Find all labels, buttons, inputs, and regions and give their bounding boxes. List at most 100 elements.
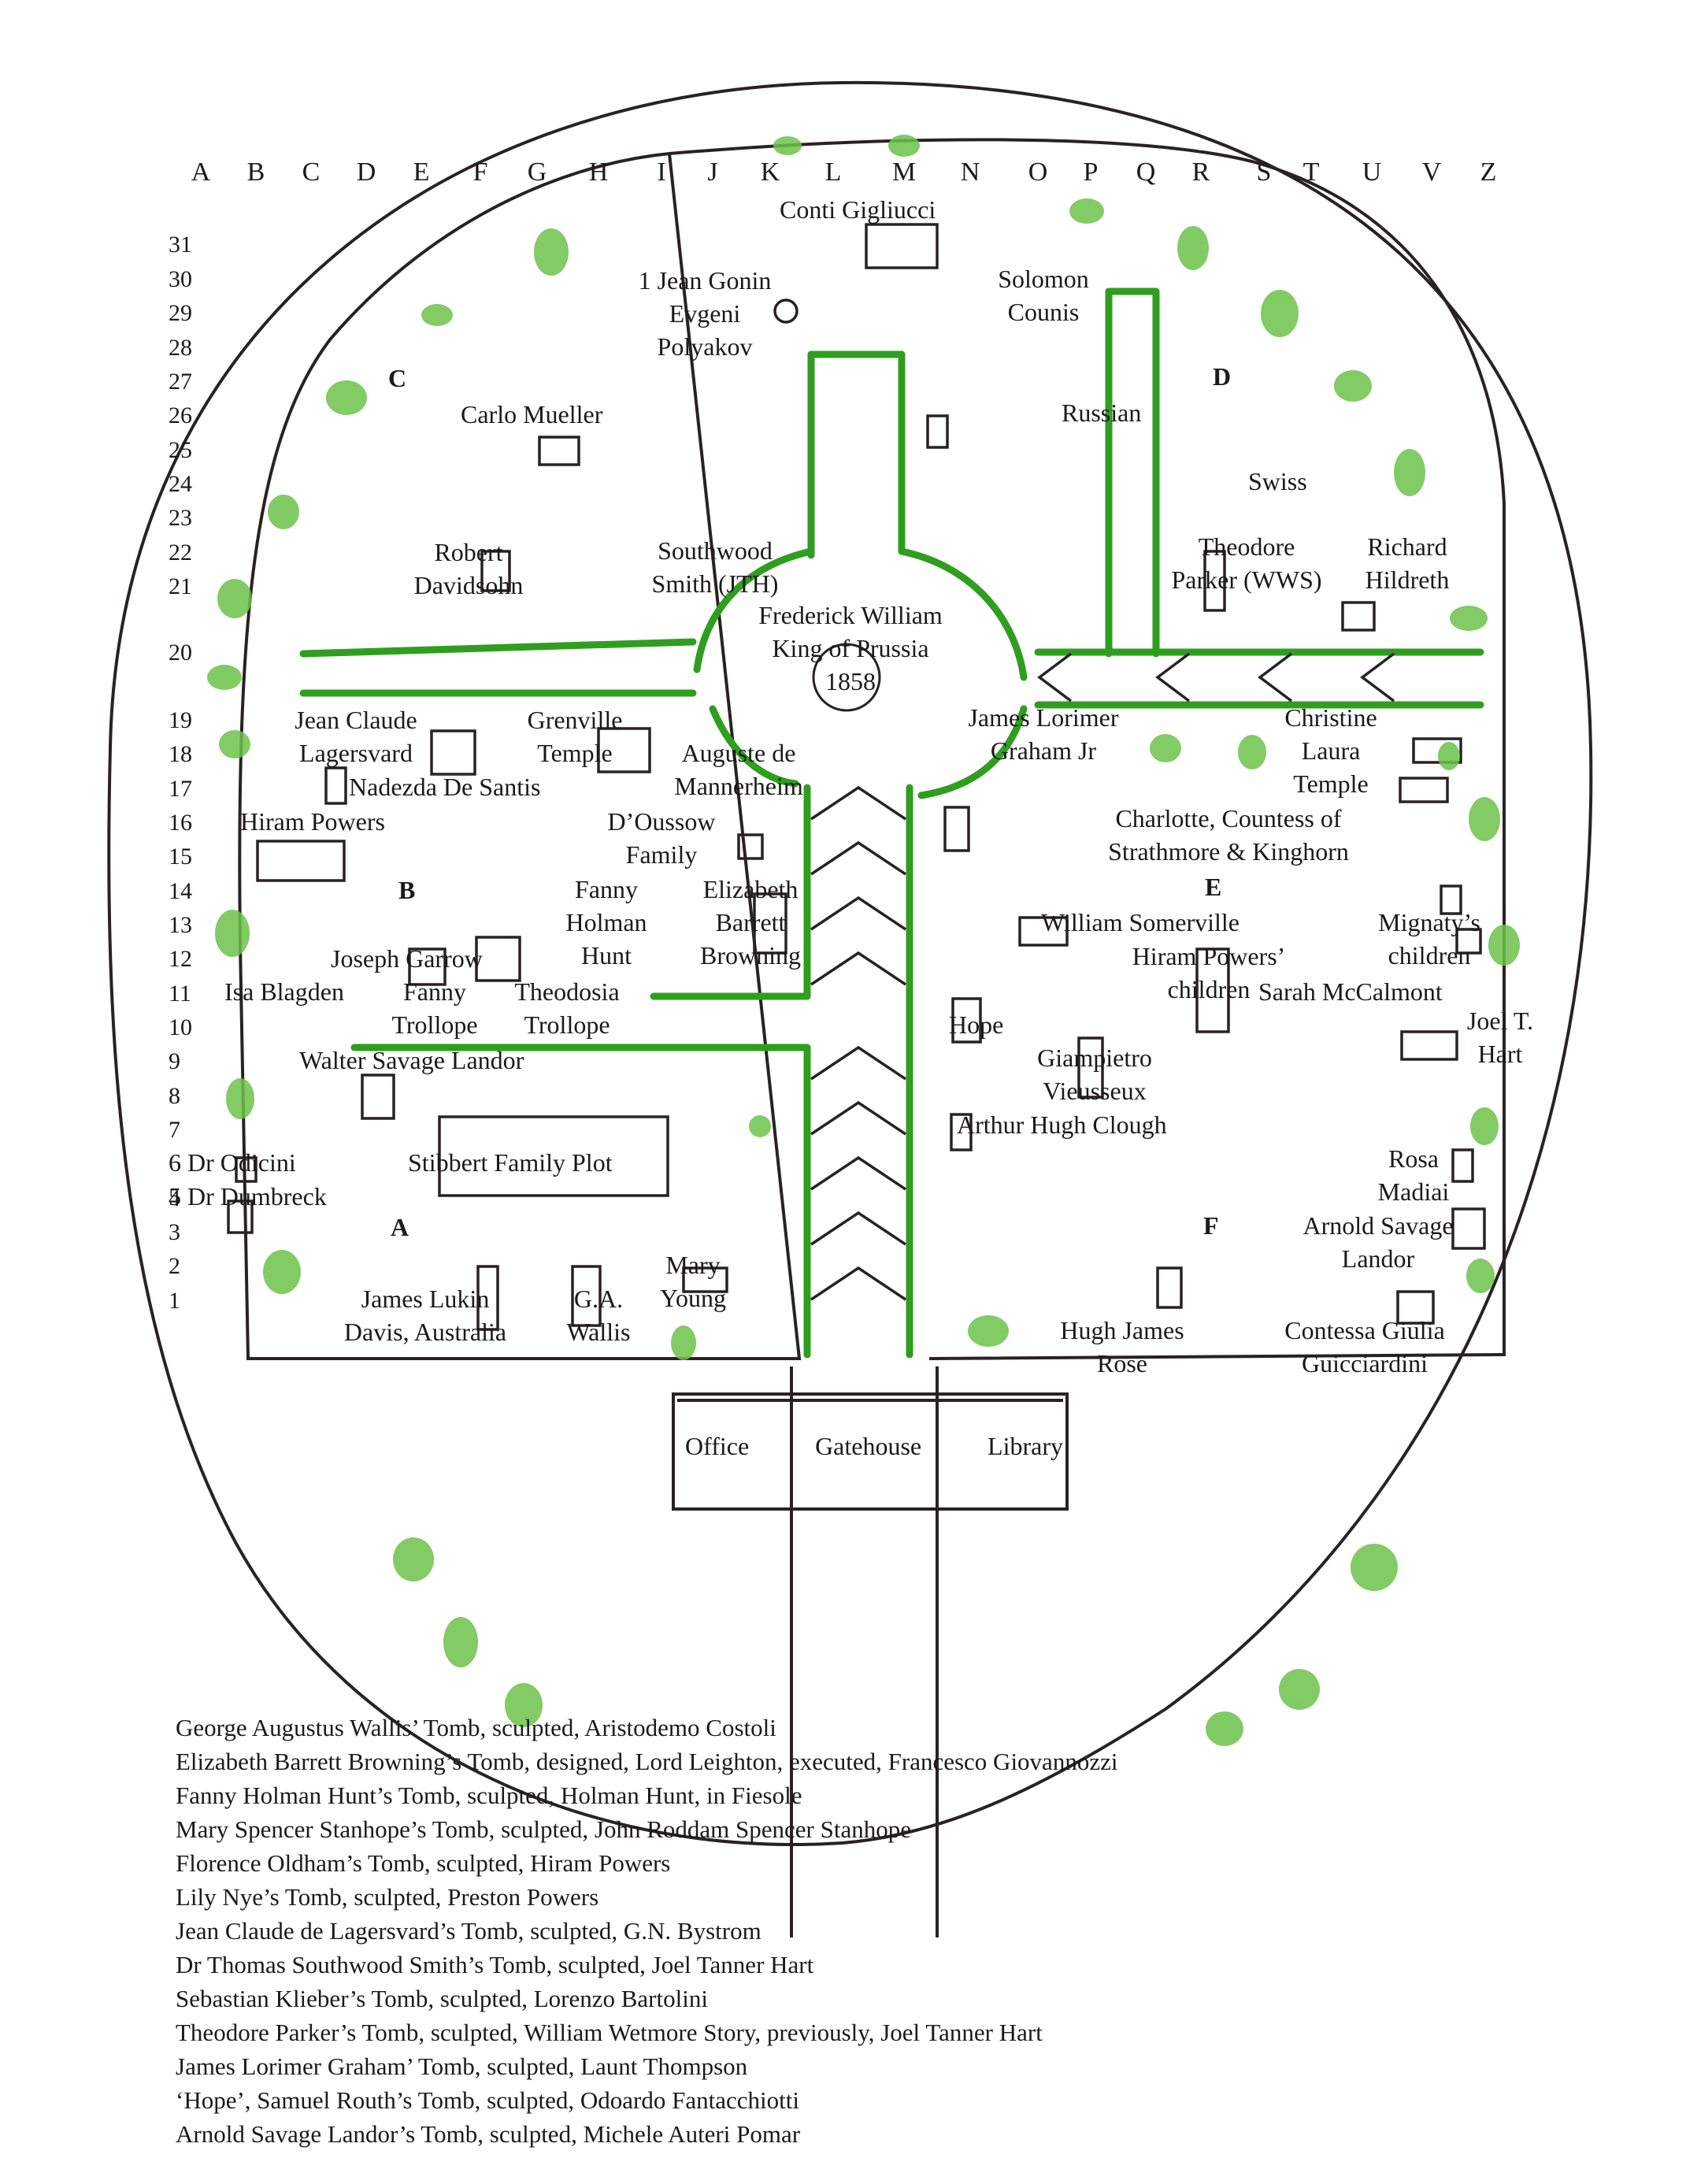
col-label: I [657,158,666,187]
row-label: 13 [169,912,192,938]
row-label: 26 [169,402,192,428]
gatehouse-labels: Office Gatehouse Library [679,1424,1069,1468]
grave-isa-blagden: Isa Blagden [224,977,344,1006]
legend-item: ‘Hope’, Samuel Routh’s Tomb, sculpted, O… [176,2086,799,2114]
row-label: 16 [169,810,192,836]
grave-dr-odicini: 6 Dr Odicini [169,1148,296,1177]
tomb-markers [227,223,1486,1331]
section-label: E [1205,873,1222,901]
stibbert-family-plot: Stibbert Family Plot [408,1148,613,1177]
row-label: 28 [169,335,192,361]
row-label: 4 [169,1185,180,1211]
swiss-plot: Swiss [1248,467,1307,495]
row-label: 7 [169,1117,180,1143]
grave-hiram-powers-children: Hiram Powers’children [1132,942,1286,1003]
legend-item: Dr Thomas Southwood Smith’s Tomb, sculpt… [176,1951,814,1978]
col-label: F [472,158,488,187]
section-label: C [388,364,407,392]
row-label: 9 [169,1048,180,1074]
grave-walter-savage-landor: Walter Savage Landor [299,1046,524,1074]
grave-hope: Hope [949,1010,1004,1039]
grave-joel-t-hart: Joel T.Hart [1466,1007,1534,1068]
grave-dr-dumbreck: 5 Dr Dumbreck [169,1182,327,1211]
legend-item: Mary Spencer Stanhope’s Tomb, sculpted, … [176,1815,911,1843]
col-label: C [302,158,321,187]
row-label: 31 [169,232,192,258]
row-label: 11 [169,981,191,1007]
row-label: 20 [169,640,192,666]
central-circle [812,643,881,712]
row-label: 18 [169,741,192,767]
legend-item: Elizabeth Barrett Browning’s Tomb, desig… [176,1748,1118,1775]
row-label: 24 [169,471,192,497]
section-label: F [1203,1211,1219,1240]
gatehouse-building [672,1392,1069,1511]
legend-item: James Lorimer Graham’ Tomb, sculpted, La… [176,2052,748,2080]
row-label: 19 [169,707,192,733]
grave-joseph-garrow: Joseph Garrow [331,944,483,973]
row-label: 30 [169,266,192,292]
col-label: R [1191,158,1210,187]
row-label: 21 [169,573,192,599]
gatehouse-label: Gatehouse [815,1431,922,1460]
col-label: K [760,158,780,187]
col-label: G [527,158,547,187]
row-label: 17 [169,776,192,802]
legend-item: Lily Nye’s Tomb, sculpted, Preston Power… [176,1883,599,1911]
col-label: J [707,158,718,187]
legend-item: Florence Oldham’s Tomb, sculpted, Hiram … [176,1849,671,1877]
row-label: 3 [169,1219,180,1245]
col-label: T [1302,158,1320,187]
entrance-path [790,1366,939,1937]
row-label: 14 [169,878,192,904]
col-label: D [356,158,376,187]
grave-carlo-mueller: Carlo Mueller [461,400,603,428]
row-label: 27 [169,369,192,395]
path-chevrons [810,652,1395,1301]
col-label: Q [1136,158,1156,187]
grave-arthur-hugh-clough: Arthur Hugh Clough [957,1111,1167,1139]
row-label: 10 [169,1014,192,1040]
row-label: 1 [169,1288,180,1314]
col-label: L [824,158,842,187]
row-label: 22 [169,540,192,565]
row-label: 25 [169,437,192,463]
russian-plot: Russian [1062,399,1142,427]
grave-nadezda-de-santis: Nadezda De Santis [349,773,541,801]
col-label: H [588,158,609,187]
col-label: S [1256,158,1272,187]
grave-sarah-mccalmont: Sarah McCalmont [1258,977,1443,1006]
legend-item: George Augustus Wallis’ Tomb, sculpted, … [176,1714,776,1741]
col-label: O [1028,158,1048,187]
col-label: V [1421,158,1442,187]
shrubs [207,135,1520,1746]
row-label: 23 [169,505,192,531]
col-label: P [1083,158,1099,187]
col-label: M [891,158,917,187]
legend-item: Sebastian Klieber’s Tomb, sculpted, Lore… [176,1985,708,2012]
legend-item: Arnold Savage Landor’s Tomb, sculpted, M… [176,2120,801,2148]
office-label: Office [685,1431,750,1460]
col-label: B [246,158,265,187]
legend-item: Theodore Parker’s Tomb, sculpted, Willia… [176,2019,1043,2046]
